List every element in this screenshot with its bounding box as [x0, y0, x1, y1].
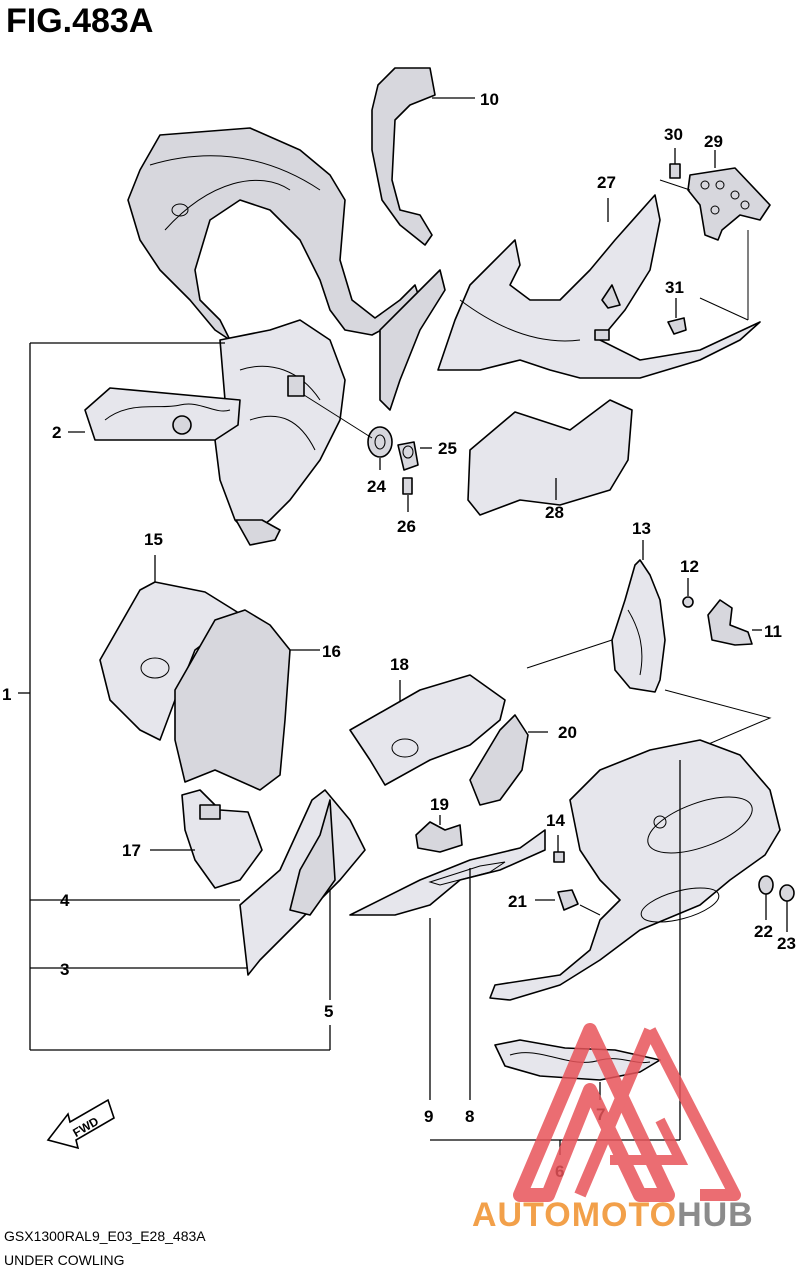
callout-19: 19 — [430, 795, 449, 814]
callout-25: 25 — [438, 439, 457, 458]
callout-8: 8 — [465, 1107, 474, 1126]
callout-17: 17 — [122, 841, 141, 860]
parts-29-30-31 — [659, 148, 771, 335]
callout-12: 12 — [680, 557, 699, 576]
callout-26: 26 — [397, 517, 416, 536]
callout-22: 22 — [754, 922, 773, 941]
callout-31: 31 — [665, 278, 684, 297]
callout-3: 3 — [60, 960, 69, 979]
part-10-bracket — [371, 67, 475, 246]
model-code-label: GSX1300RAL9_E03_E28_483A — [4, 1228, 206, 1244]
callout-18: 18 — [390, 655, 409, 674]
callout-15: 15 — [144, 530, 163, 549]
callout-numbers: 1 2 3 4 5 6 7 8 9 10 11 12 13 14 15 16 1… — [2, 90, 796, 1181]
part-2-decal — [68, 387, 241, 441]
callout-28: 28 — [545, 503, 564, 522]
callout-21: 21 — [508, 892, 527, 911]
callout-27: 27 — [597, 173, 616, 192]
watermark-text: AUTOMOTOHUB — [472, 1196, 754, 1234]
watermark-logo-icon — [513, 1023, 741, 1202]
part-28-panel — [467, 399, 633, 516]
part-27-side-cowl — [437, 194, 761, 379]
upper-cowling-assembly — [127, 127, 446, 546]
parts-11-12-13 — [526, 540, 772, 791]
callout-11: 11 — [764, 622, 782, 641]
fwd-arrow-icon: FWD — [46, 1098, 115, 1150]
callout-2: 2 — [52, 423, 61, 442]
callout-14: 14 — [546, 811, 565, 830]
figure-title: FIG.483A — [6, 2, 154, 40]
parts-15-16-17 — [99, 555, 320, 889]
callout-4: 4 — [60, 891, 70, 910]
part-1-bracket-lines — [18, 342, 331, 1051]
parts-3-4-5-panels — [30, 789, 366, 1000]
section-name-label: UNDER COWLING — [4, 1252, 125, 1268]
callout-24: 24 — [367, 477, 386, 496]
callout-16: 16 — [322, 642, 341, 661]
callout-5: 5 — [324, 1002, 333, 1021]
callout-29: 29 — [704, 132, 723, 151]
callout-23: 23 — [777, 934, 796, 953]
callout-1: 1 — [2, 685, 11, 704]
callout-30: 30 — [664, 125, 683, 144]
callout-9: 9 — [424, 1107, 433, 1126]
parts-8-9-panels — [349, 829, 546, 1100]
parts-18-19-20 — [349, 674, 548, 853]
parts-24-25-26-fasteners — [303, 394, 432, 512]
callout-13: 13 — [632, 519, 651, 538]
callout-20: 20 — [558, 723, 577, 742]
parts-14-21-22-23 — [535, 835, 795, 932]
callout-10: 10 — [480, 90, 499, 109]
